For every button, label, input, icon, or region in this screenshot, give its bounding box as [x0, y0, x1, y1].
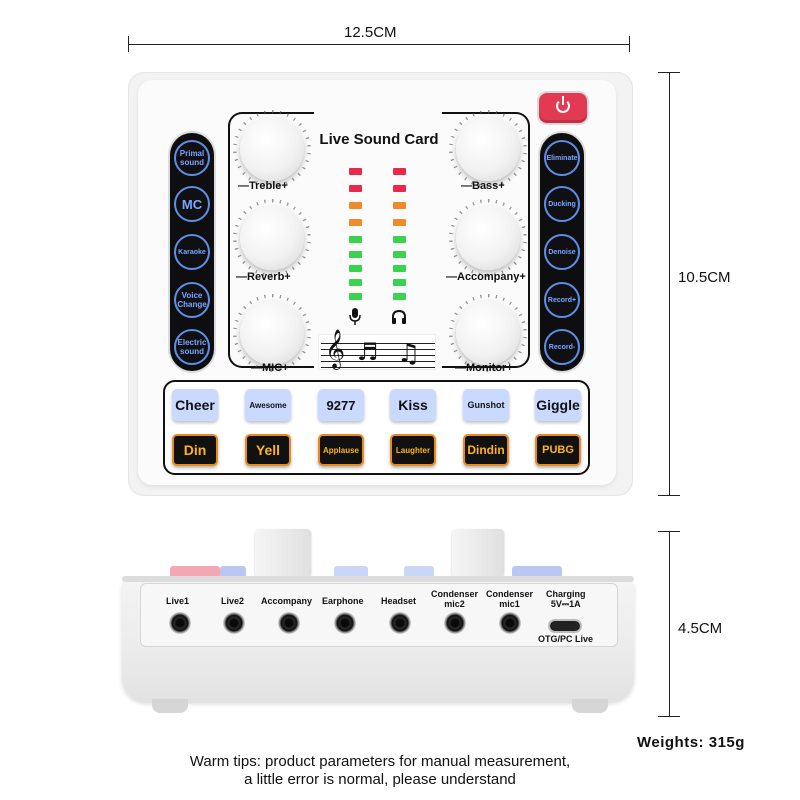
height-dimension-line [669, 72, 670, 495]
reverb-label: —Reverb+ [236, 271, 291, 283]
kiss-pad[interactable]: Kiss [390, 389, 436, 421]
left-effect-strip: Primal sound MC Karaoke Voice Change Ele… [170, 133, 214, 371]
warm-tips: Warm tips: product parameters for manual… [140, 753, 620, 789]
giggle-pad[interactable]: Giggle [535, 389, 581, 421]
depth-dimension-tick-bottom [658, 716, 680, 717]
laughter-pad[interactable]: Laughter [390, 434, 436, 466]
din-pad[interactable]: Din [172, 434, 218, 466]
gunshot-pad[interactable]: Gunshot [463, 389, 509, 421]
depth-dimension-label: 4.5CM [678, 620, 723, 637]
depth-dimension-tick-top [658, 531, 680, 532]
primal-sound-button[interactable]: Primal sound [174, 140, 210, 176]
otg-label: OTG/PC Live [538, 634, 594, 644]
monitor-knob[interactable] [456, 301, 520, 365]
tips-line-2: a little error is normal, please underst… [244, 771, 516, 788]
electric-sound-button[interactable]: Electric sound [174, 329, 210, 365]
front-right-strip [512, 566, 562, 578]
front-power-button [170, 566, 220, 578]
front-top-edge [122, 576, 634, 582]
width-dimension-tick-left [128, 36, 129, 52]
cheer-pad[interactable]: Cheer [172, 389, 218, 421]
treble-label: —Treble+ [238, 180, 288, 192]
live2-jack[interactable] [223, 612, 245, 634]
right-foot [572, 699, 608, 713]
condenser-mic2-jack[interactable] [444, 612, 466, 634]
width-dimension-line [128, 44, 630, 45]
headset-jack[interactable] [389, 612, 411, 634]
music-staff-icon: 𝄞 ♬ ♫ [318, 329, 436, 370]
condenser-mic1-jack[interactable] [499, 612, 521, 634]
ducking-button[interactable]: Ducking [544, 186, 580, 222]
eliminate-button[interactable]: Eliminate [544, 140, 580, 176]
awesome-pad[interactable]: Awesome [245, 389, 291, 421]
tips-line-1: Warm tips: product parameters for manual… [189, 753, 571, 770]
record-plus-button[interactable]: Record+ [544, 282, 580, 318]
dindin-pad[interactable]: Dindin [463, 434, 509, 466]
height-dimension-label: 10.5CM [678, 269, 731, 286]
monitor-label: —Monitor+ [455, 362, 513, 374]
device-title: Live Sound Card [319, 131, 439, 148]
port-panel [140, 583, 618, 647]
condenser-mic2-label: Condenser mic2 [431, 589, 479, 609]
bass-knob[interactable] [456, 117, 520, 181]
bass-label: —Bass+ [461, 180, 505, 192]
width-dimension-tick-right [629, 36, 630, 52]
denoise-button[interactable]: Denoise [544, 234, 580, 270]
record-minus-button[interactable]: Record- [544, 329, 580, 365]
applause-pad[interactable]: Applause [318, 434, 364, 466]
front-pad-blue [334, 566, 368, 578]
height-dimension-tick-bottom [658, 495, 680, 496]
left-foot [152, 699, 188, 713]
front-pad-blue-2 [404, 566, 434, 578]
mc-button[interactable]: MC [174, 186, 210, 222]
condenser-mic1-label: Condenser mic1 [486, 589, 534, 609]
microphone-icon [349, 308, 361, 325]
width-dimension-label: 12.5CM [344, 24, 397, 41]
reverb-knob[interactable] [240, 206, 304, 270]
depth-dimension-line [669, 531, 670, 716]
9277-pad[interactable]: 9277 [318, 389, 364, 421]
height-dimension-tick-top [658, 72, 680, 73]
front-knob-left [255, 529, 311, 577]
accompany-knob[interactable] [456, 206, 520, 270]
accompany-port-label: Accompany [261, 596, 313, 606]
mic-label: —MIC+ [251, 362, 289, 374]
pubg-pad[interactable]: PUBG [535, 434, 581, 466]
accompany-label: —Accompany+ [446, 271, 526, 283]
live2-label: Live2 [221, 596, 245, 606]
karaoke-button[interactable]: Karaoke [174, 234, 210, 270]
earphone-jack[interactable] [334, 612, 356, 634]
accompany-jack[interactable] [278, 612, 300, 634]
weight-label: Weights: 315g [637, 734, 745, 751]
yell-pad[interactable]: Yell [245, 434, 291, 466]
treble-knob[interactable] [240, 117, 304, 181]
usb-c-port[interactable] [548, 619, 582, 633]
voice-change-button[interactable]: Voice Change [174, 282, 210, 318]
live1-jack[interactable] [169, 612, 191, 634]
charging-label: Charging 5V⎓1A [546, 589, 586, 609]
live1-label: Live1 [166, 596, 190, 606]
headphone-icon [392, 309, 406, 324]
right-function-strip: Eliminate Ducking Denoise Record+ Record… [540, 133, 584, 371]
earphone-label: Earphone [322, 596, 364, 606]
power-button[interactable] [539, 93, 587, 123]
headset-label: Headset [381, 596, 417, 606]
mic-knob[interactable] [240, 301, 304, 365]
front-knob-right [452, 529, 504, 577]
front-left-strip [220, 566, 246, 578]
sound-effect-pads [163, 380, 590, 475]
